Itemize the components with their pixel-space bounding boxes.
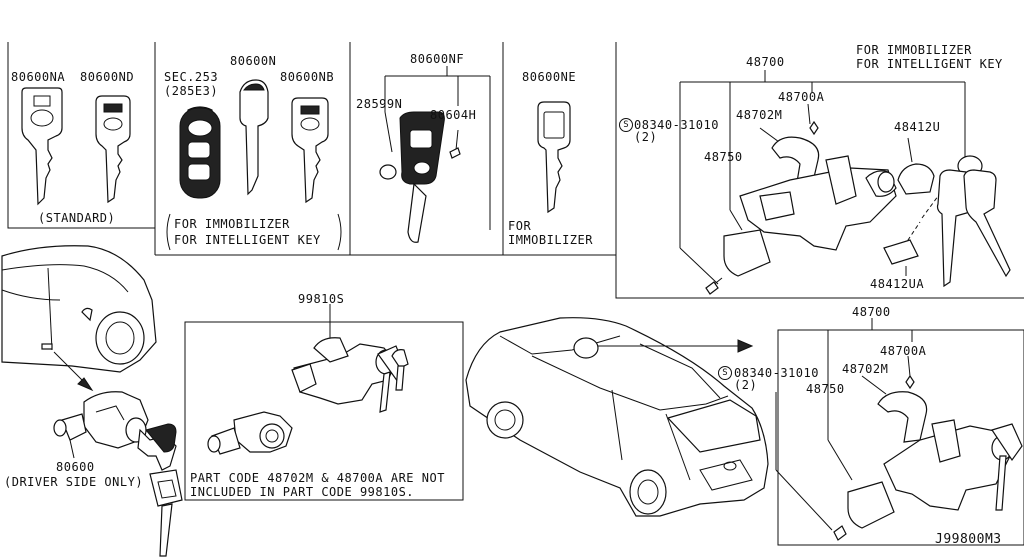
- label-08340-31010-bottom: 08340-31010: [734, 366, 819, 380]
- note-for: FOR: [508, 219, 532, 233]
- label-80600nb: 80600NB: [280, 70, 335, 84]
- label-80600na: 80600NA: [11, 70, 66, 84]
- label-48702m-bottom: 48702M: [842, 362, 889, 376]
- intelligent-key-fob: [179, 106, 221, 199]
- label-80600nd: 80600ND: [80, 70, 135, 84]
- label-80604h: 80604H: [430, 108, 477, 122]
- label-80600ne: 80600NE: [522, 70, 577, 84]
- label-48412u: 48412U: [894, 120, 941, 134]
- label-48700a-bottom: 48700A: [880, 344, 927, 358]
- label-80600n: 80600N: [230, 54, 277, 68]
- label-48412ua: 48412UA: [870, 277, 925, 291]
- diagram-code: J99800M3: [935, 532, 1002, 547]
- label-qty-top: (2): [634, 130, 658, 144]
- kit-99810s: [207, 304, 409, 455]
- ignition-assembly-top: [679, 70, 1011, 295]
- label-48750-bottom: 48750: [806, 382, 845, 396]
- car-side-view: [1, 245, 157, 392]
- ignition-assembly-bottom: [775, 318, 1023, 541]
- label-08340-31010-top: 08340-31010: [634, 118, 719, 132]
- note-intelligent-key-2: FOR INTELLIGENT KEY: [856, 57, 1003, 71]
- door-lock-cylinder: [53, 391, 183, 557]
- key-80600nd: [95, 95, 131, 204]
- key-80600n: [239, 79, 269, 196]
- label-48702m-top: 48702M: [736, 108, 783, 122]
- note-intelligent-key-1: FOR INTELLIGENT KEY: [174, 233, 321, 247]
- label-sec-253: SEC.253: [164, 70, 219, 84]
- note-parens: [166, 213, 342, 251]
- note-part-code-2: INCLUDED IN PART CODE 99810S.: [190, 485, 415, 499]
- label-80600-door: 80600: [56, 460, 95, 474]
- key-80600nb: [291, 97, 329, 204]
- label-48700-top: 48700: [746, 55, 785, 69]
- note-part-code-1: PART CODE 48702M & 48700A ARE NOT: [190, 471, 445, 485]
- label-48700-bottom: 48700: [852, 305, 891, 319]
- key-80600ne: [537, 101, 571, 214]
- screw-symbol-bottom: S: [718, 366, 732, 380]
- note-immobilizer-2: IMMOBILIZER: [508, 233, 593, 247]
- label-99810s: 99810S: [298, 292, 345, 306]
- label-285e3: (285E3): [164, 84, 219, 98]
- caption-standard: (STANDARD): [38, 211, 116, 225]
- label-28599n: 28599N: [356, 97, 403, 111]
- note-immobilizer-3: FOR IMMOBILIZER: [856, 43, 972, 57]
- label-48700a-top: 48700A: [778, 90, 825, 104]
- note-immobilizer-1: FOR IMMOBILIZER: [174, 217, 290, 231]
- key-80600nf-group: [379, 66, 491, 243]
- screw-symbol-top: S: [619, 118, 633, 132]
- label-80600nf: 80600NF: [410, 52, 465, 66]
- caption-driver-side: (DRIVER SIDE ONLY): [4, 475, 144, 489]
- label-48750-top: 48750: [704, 150, 743, 164]
- car-hatchback: [465, 317, 769, 517]
- key-80600na: [21, 87, 63, 206]
- label-qty-bottom: (2): [734, 378, 758, 392]
- frame-lines: [7, 42, 1024, 546]
